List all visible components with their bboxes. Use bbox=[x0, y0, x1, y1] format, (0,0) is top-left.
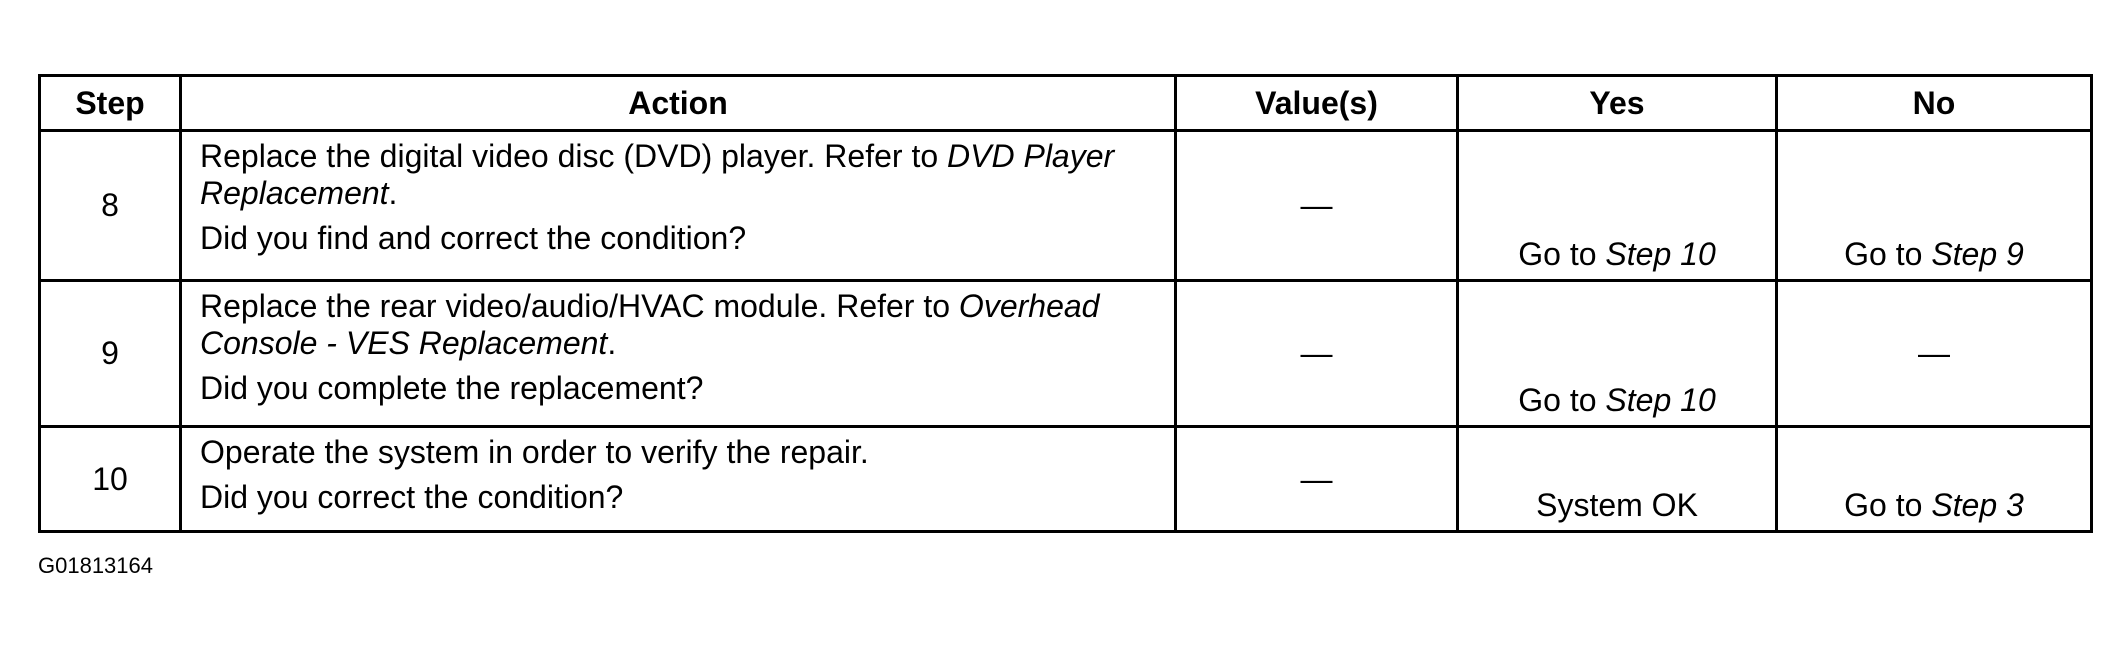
table-header-row: Step Action Value(s) Yes No bbox=[38, 74, 2093, 132]
table-row: 8 Replace the digital video disc (DVD) p… bbox=[38, 129, 2093, 282]
yes-prefix: Go to bbox=[1518, 382, 1606, 418]
action-cell: Replace the rear video/audio/HVAC module… bbox=[179, 279, 1177, 428]
yes-cell: Go to Step 10 bbox=[1456, 129, 1778, 282]
value-cell: — bbox=[1174, 279, 1459, 428]
header-no: No bbox=[1775, 74, 2093, 132]
action-instruction-text: Replace the digital video disc (DVD) pla… bbox=[200, 138, 948, 174]
no-step-link[interactable]: Step 9 bbox=[1931, 236, 2024, 272]
yes-step-link[interactable]: Step 10 bbox=[1605, 382, 1716, 418]
no-cell: Go to Step 3 bbox=[1775, 425, 2093, 533]
action-instruction-text: Replace the rear video/audio/HVAC module… bbox=[200, 288, 959, 324]
action-instruction: Operate the system in order to verify th… bbox=[200, 434, 869, 470]
no-prefix: Go to bbox=[1844, 236, 1932, 272]
action-reference-link[interactable]: DVD Player Replacement bbox=[200, 138, 1115, 211]
step-number: 10 bbox=[38, 425, 182, 533]
header-step: Step bbox=[38, 74, 182, 132]
yes-prefix: Go to bbox=[1518, 236, 1606, 272]
value-cell: — bbox=[1174, 425, 1459, 533]
no-cell: Go to Step 9 bbox=[1775, 129, 2093, 282]
yes-cell: System OK bbox=[1456, 425, 1778, 533]
action-question: Did you complete the replacement? bbox=[200, 370, 704, 406]
action-instruction: Replace the digital video disc (DVD) pla… bbox=[200, 138, 1156, 212]
diagnostic-table-container: Step Action Value(s) Yes No 8 Replace th… bbox=[38, 74, 2093, 533]
action-instruction-end: . bbox=[607, 325, 617, 361]
header-yes: Yes bbox=[1456, 74, 1778, 132]
step-number: 9 bbox=[38, 279, 182, 428]
action-instruction-end: . bbox=[388, 175, 398, 211]
action-instruction: Replace the rear video/audio/HVAC module… bbox=[200, 288, 1156, 362]
action-cell: Operate the system in order to verify th… bbox=[179, 425, 1177, 533]
action-question: Did you find and correct the condition? bbox=[200, 220, 747, 256]
no-step-link[interactable]: Step 3 bbox=[1931, 487, 2024, 523]
action-cell: Replace the digital video disc (DVD) pla… bbox=[179, 129, 1177, 282]
no-prefix: Go to bbox=[1844, 487, 1932, 523]
step-number: 8 bbox=[38, 129, 182, 282]
action-reference-link[interactable]: Overhead Console - VES Replacement bbox=[200, 288, 1100, 361]
table-row: 9 Replace the rear video/audio/HVAC modu… bbox=[38, 279, 2093, 428]
diagnostic-table: Step Action Value(s) Yes No 8 Replace th… bbox=[38, 74, 2093, 533]
yes-cell: Go to Step 10 bbox=[1456, 279, 1778, 428]
header-action: Action bbox=[179, 74, 1177, 132]
table-row: 10 Operate the system in order to verify… bbox=[38, 425, 2093, 533]
figure-code: G01813164 bbox=[38, 553, 153, 578]
header-values: Value(s) bbox=[1174, 74, 1459, 132]
no-cell: — bbox=[1775, 279, 2093, 428]
value-cell: — bbox=[1174, 129, 1459, 282]
yes-step-link[interactable]: Step 10 bbox=[1605, 236, 1716, 272]
action-question: Did you correct the condition? bbox=[200, 479, 624, 515]
